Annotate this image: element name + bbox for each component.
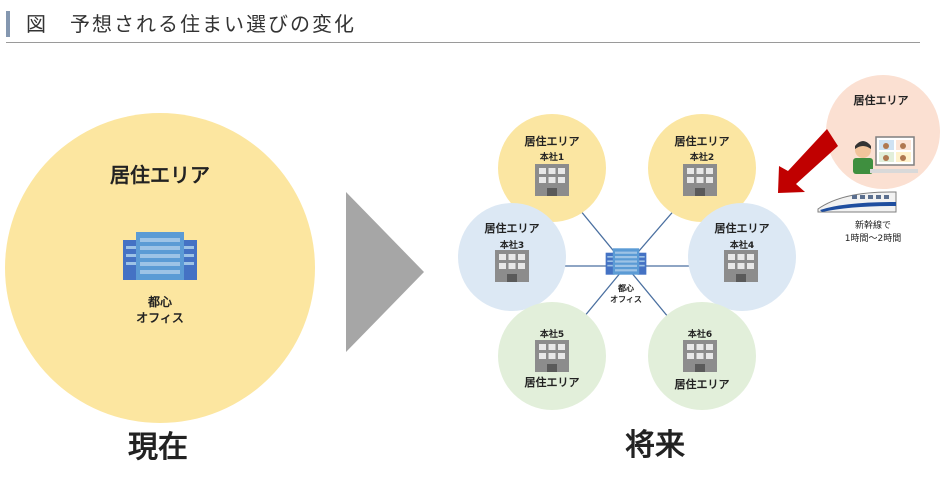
node-hq-label-5: 本社5	[540, 328, 564, 340]
train-time-line2: 1時間～2時間	[845, 233, 901, 244]
hub-office-building-icon	[605, 248, 647, 275]
title-accent-bar	[6, 11, 10, 37]
hub-office-label-line2: オフィス	[610, 295, 642, 304]
hq-building-icon-3	[495, 250, 529, 282]
hq-building-icon-2	[683, 164, 717, 196]
node-area-label-4: 居住エリア	[715, 221, 770, 235]
hub-office-label-line1: 都心	[617, 283, 634, 293]
hq-building-icon-6	[683, 340, 717, 372]
node-hq-label-1: 本社1	[540, 151, 564, 163]
remote-area-label: 居住エリア	[854, 93, 909, 107]
remote-worker-icon	[853, 136, 918, 174]
present-area-label: 居住エリア	[110, 163, 210, 187]
node-hq-label-4: 本社4	[730, 239, 754, 251]
transition-arrow-icon	[346, 192, 424, 352]
node-area-label-6: 居住エリア	[675, 377, 730, 391]
header: 図 予想される住まい選びの変化	[0, 0, 920, 44]
shinkansen-icon	[817, 191, 897, 213]
node-hq-label-3: 本社3	[500, 239, 524, 251]
present-caption: 現在	[128, 430, 188, 465]
present-office-label-line1: 都心	[147, 294, 172, 309]
node-hq-label-6: 本社6	[688, 328, 712, 340]
node-hq-label-2: 本社2	[690, 151, 714, 163]
train-time-line1: 新幹線で	[855, 219, 891, 231]
node-area-label-3: 居住エリア	[485, 221, 540, 235]
node-area-label-1: 居住エリア	[525, 134, 580, 148]
node-area-label-5: 居住エリア	[525, 375, 580, 389]
red-arrow-icon	[778, 129, 838, 193]
hq-building-icon-5	[535, 340, 569, 372]
hq-building-icon-1	[535, 164, 569, 196]
figure-title: 図 予想される住まい選びの変化	[26, 12, 356, 36]
present-office-label-line2: オフィス	[136, 311, 184, 325]
node-area-label-2: 居住エリア	[675, 134, 730, 148]
title-divider	[6, 42, 920, 43]
hq-building-icon-4	[724, 250, 758, 282]
future-caption: 将来	[625, 428, 685, 463]
